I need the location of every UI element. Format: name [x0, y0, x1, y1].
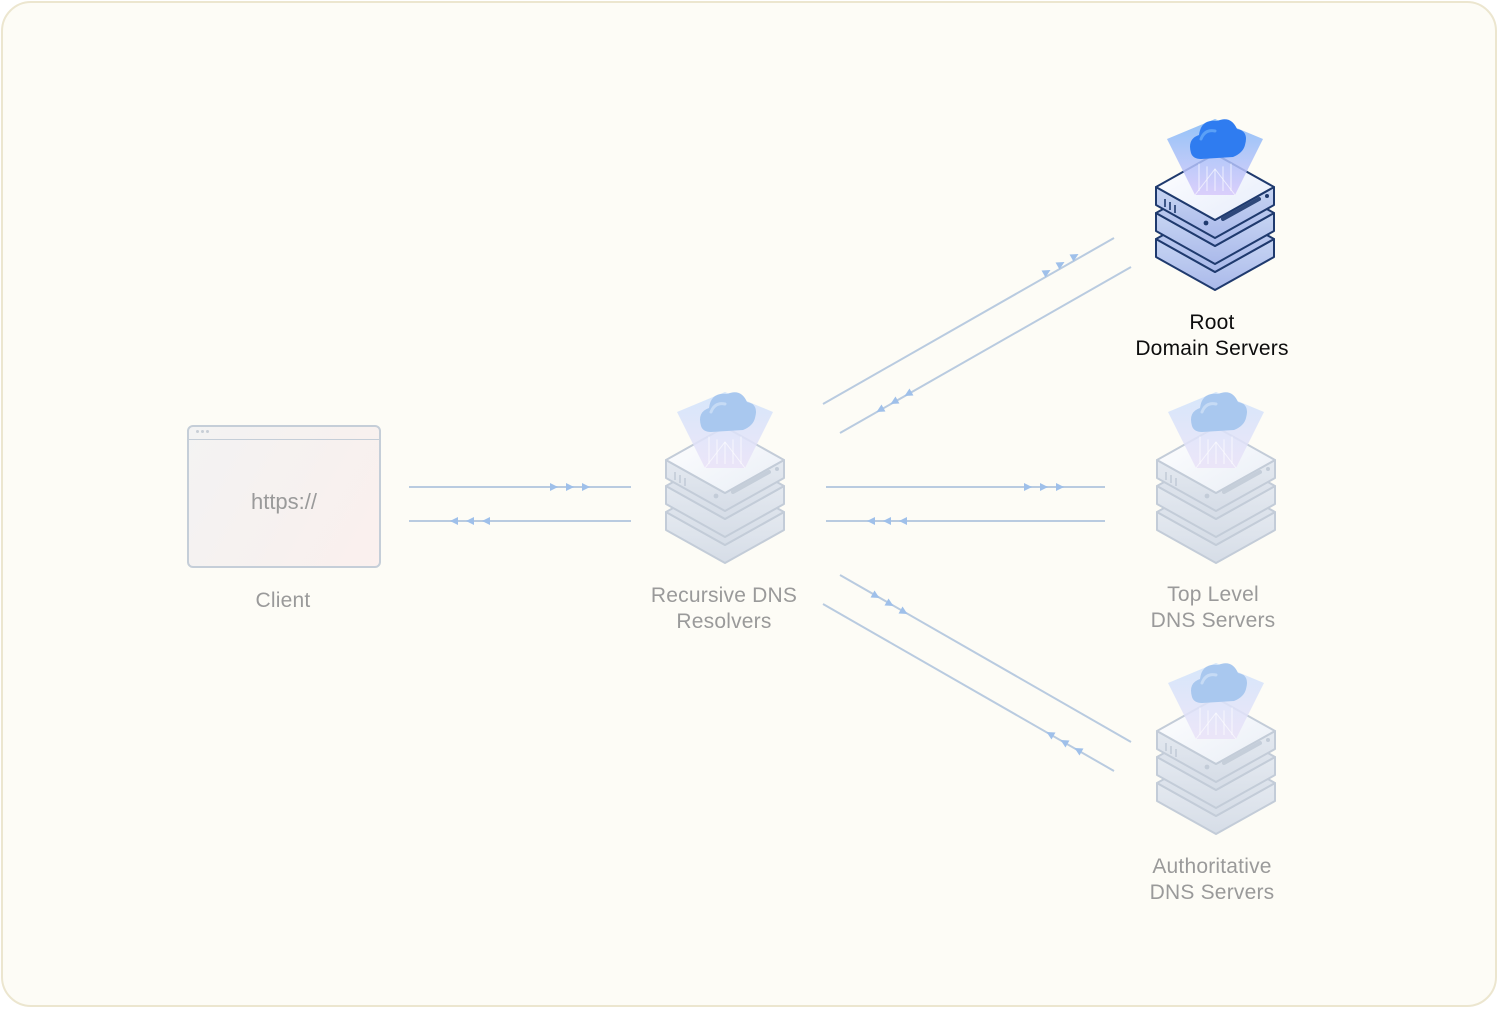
arrow-right-icon: [1024, 483, 1064, 491]
recursive-resolver-label: Recursive DNS Resolvers: [650, 584, 798, 633]
browser-title-bar: [189, 427, 379, 440]
browser-url-text: https://: [250, 489, 318, 514]
tld-server-label: Top Level DNS Servers: [1150, 583, 1276, 632]
authoritative-server-icon: [1156, 663, 1276, 835]
client-label: Client: [255, 589, 311, 612]
root-server-icon: [1155, 119, 1275, 291]
arrow-left-icon: [867, 517, 907, 525]
connector-recursive-tld: [826, 483, 1105, 525]
connections-layer: [409, 119, 1276, 835]
window-controls-icon: [196, 430, 209, 433]
connector-client-recursive: [409, 483, 631, 525]
connector-recursive-root: [822, 237, 1132, 434]
authoritative-server-label: Authoritative DNS Servers: [1149, 855, 1275, 904]
client-browser-window: https://: [187, 425, 381, 568]
tld-server-icon: [1156, 392, 1276, 564]
root-server-label: Root Domain Servers: [1135, 311, 1289, 360]
recursive-resolver-server-icon: [665, 392, 785, 564]
arrow-right-icon: [550, 483, 590, 491]
arrow-left-icon: [450, 517, 490, 525]
connector-recursive-authoritative: [822, 574, 1132, 772]
